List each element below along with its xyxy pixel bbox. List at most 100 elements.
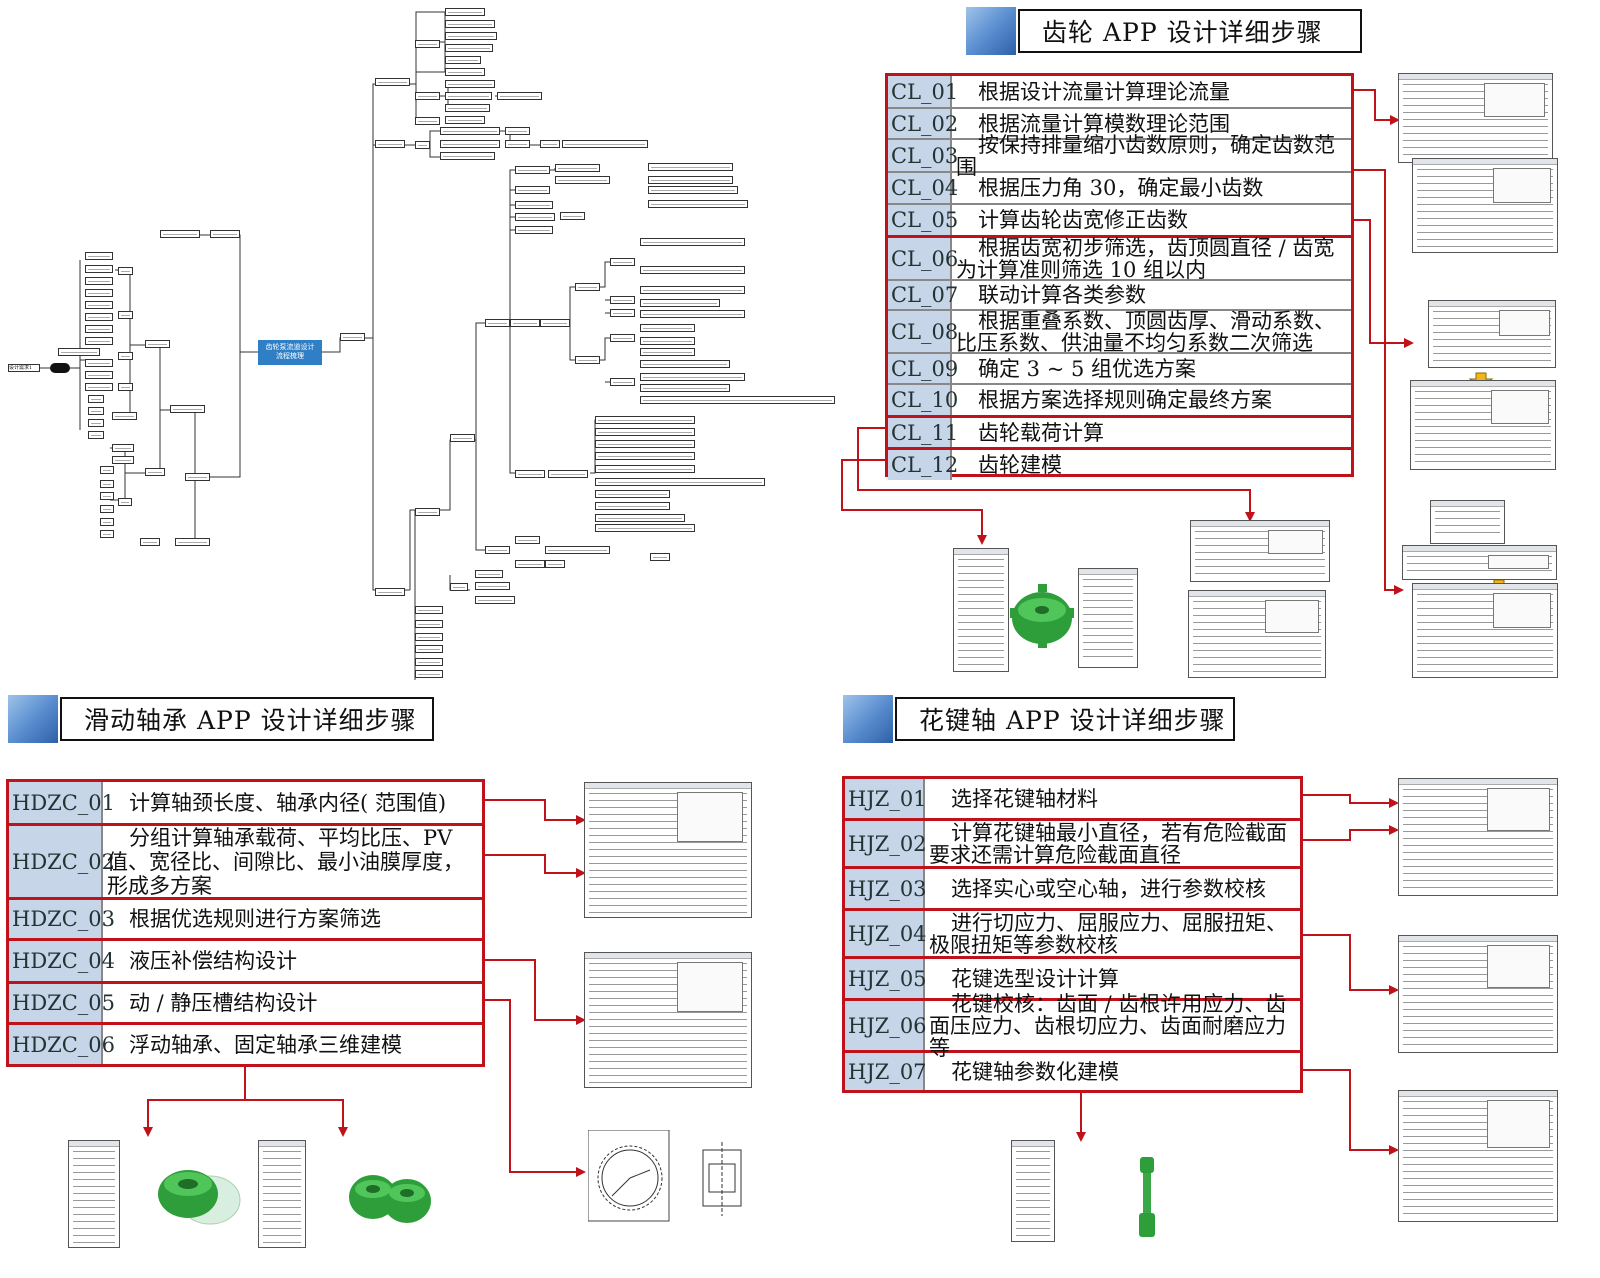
spline-shaft-model-icon <box>1139 1157 1155 1237</box>
mind-map-node <box>375 588 405 596</box>
mind-map-node <box>648 176 733 184</box>
step-code: HDZC_02 <box>9 826 115 897</box>
mind-map-node <box>548 470 588 478</box>
step-text: 计算花键轴最小直径，若有危险截面要求还需计算危险截面直径 <box>929 820 1287 867</box>
mind-map-node <box>640 396 835 404</box>
mind-map-node <box>515 201 553 209</box>
mind-map-node <box>415 606 443 614</box>
mind-map-node <box>445 44 493 52</box>
mind-map-node <box>648 163 733 171</box>
mind-map-node <box>185 473 210 481</box>
mind-map-node <box>160 230 200 238</box>
step-text: 根据方案选择规则确定最终方案 <box>978 388 1272 412</box>
mind-map-node <box>445 104 490 112</box>
bearing-section-header: 滑动轴承 APP 设计详细步骤 <box>8 695 434 743</box>
step-code: CL_04 <box>888 173 958 203</box>
mind-map-node <box>610 309 635 317</box>
step-text: 根据流量计算模数理论范围 <box>978 111 1230 136</box>
mind-map-node <box>610 378 635 386</box>
mind-map-node <box>100 530 114 538</box>
step-code: CL_08 <box>888 311 958 352</box>
step-text: 液压补偿结构设计 <box>129 949 297 973</box>
mind-map-node <box>85 371 113 379</box>
header-marker-icon <box>8 695 58 743</box>
mind-map-node <box>515 226 553 234</box>
mind-map-node <box>415 141 430 149</box>
mind-map-node <box>118 352 133 360</box>
mind-map-node <box>88 431 104 439</box>
mind-map-node <box>515 470 545 478</box>
mind-map-node <box>100 480 114 488</box>
mind-map-node <box>118 498 132 506</box>
mind-map-node <box>112 444 134 452</box>
mind-map-node <box>85 383 113 391</box>
mind-map-node <box>88 407 104 415</box>
mind-map-node <box>375 140 405 148</box>
mind-map-node <box>445 68 485 76</box>
mind-map-node <box>445 32 497 40</box>
mind-map-node <box>595 428 695 436</box>
mind-map-node <box>85 301 113 309</box>
app-screenshot-thumbnail <box>1412 583 1558 678</box>
step-code: CL_11 <box>888 418 958 447</box>
step-code: CL_05 <box>888 205 958 235</box>
mind-map-node <box>515 166 550 174</box>
bearing-section-title: 滑动轴承 APP 设计详细步骤 <box>84 706 417 735</box>
step-text: 浮动轴承、固定轴承三维建模 <box>129 1032 402 1057</box>
mind-map-node <box>595 502 670 510</box>
mind-map-node <box>505 127 530 135</box>
mind-map-node <box>58 348 100 356</box>
step-text: 联动计算各类参数 <box>978 283 1146 307</box>
mind-map-node <box>445 80 495 88</box>
mind-map-node <box>515 536 540 544</box>
mind-map-node <box>545 560 565 568</box>
mind-map-node <box>445 116 485 124</box>
mind-map-node <box>505 140 530 148</box>
mind-map-node <box>640 299 720 307</box>
mind-map-node <box>100 518 114 526</box>
mind-map-node <box>415 658 443 666</box>
gear-section-title: 齿轮 APP 设计详细步骤 <box>1042 18 1323 47</box>
mind-map-node <box>85 337 113 345</box>
step-code: CL_06 <box>888 238 958 279</box>
step-code: HJZ_03 <box>845 869 927 908</box>
mind-map-node <box>415 645 443 653</box>
mind-map-node <box>485 319 510 327</box>
step-code: CL_10 <box>888 385 958 415</box>
mind-map-node <box>210 230 240 238</box>
step-text: 花键校核：齿面 / 齿根许用应力、齿面压应力、齿根切应力、齿面耐磨应力等 <box>929 991 1287 1060</box>
step-text: 分组计算轴承载荷、平均比压、PV 值、宽径比、间隙比、最小油膜厚度，形成多方案 <box>107 825 464 898</box>
mind-map-root: 齿轮泵流道设计 流程梳理 <box>258 340 322 365</box>
app-screenshot-thumbnail <box>1078 568 1138 668</box>
mind-map-node <box>595 465 695 473</box>
mind-map-node <box>640 324 695 332</box>
spline-section-header: 花键轴 APP 设计详细步骤 <box>843 695 1235 743</box>
mind-map: 齿轮泵流道设计 流程梳理 设计需求1 <box>0 0 850 690</box>
mind-map-node <box>445 8 485 16</box>
app-screenshot-thumbnail <box>1412 158 1558 253</box>
mind-map-node <box>88 419 104 427</box>
mind-map-node <box>515 213 555 221</box>
mind-map-node <box>112 456 134 464</box>
mind-map-node <box>595 440 695 448</box>
mind-map-node <box>610 258 635 266</box>
mind-map-node <box>450 434 475 442</box>
cross-section-drawing <box>702 1142 742 1216</box>
mind-map-node <box>640 348 695 356</box>
app-screenshot-thumbnail <box>1398 935 1558 1053</box>
mind-map-node <box>640 373 745 381</box>
app-screenshot-thumbnail <box>1398 1090 1558 1222</box>
mind-map-node <box>540 319 570 327</box>
mind-map-node <box>85 277 113 285</box>
